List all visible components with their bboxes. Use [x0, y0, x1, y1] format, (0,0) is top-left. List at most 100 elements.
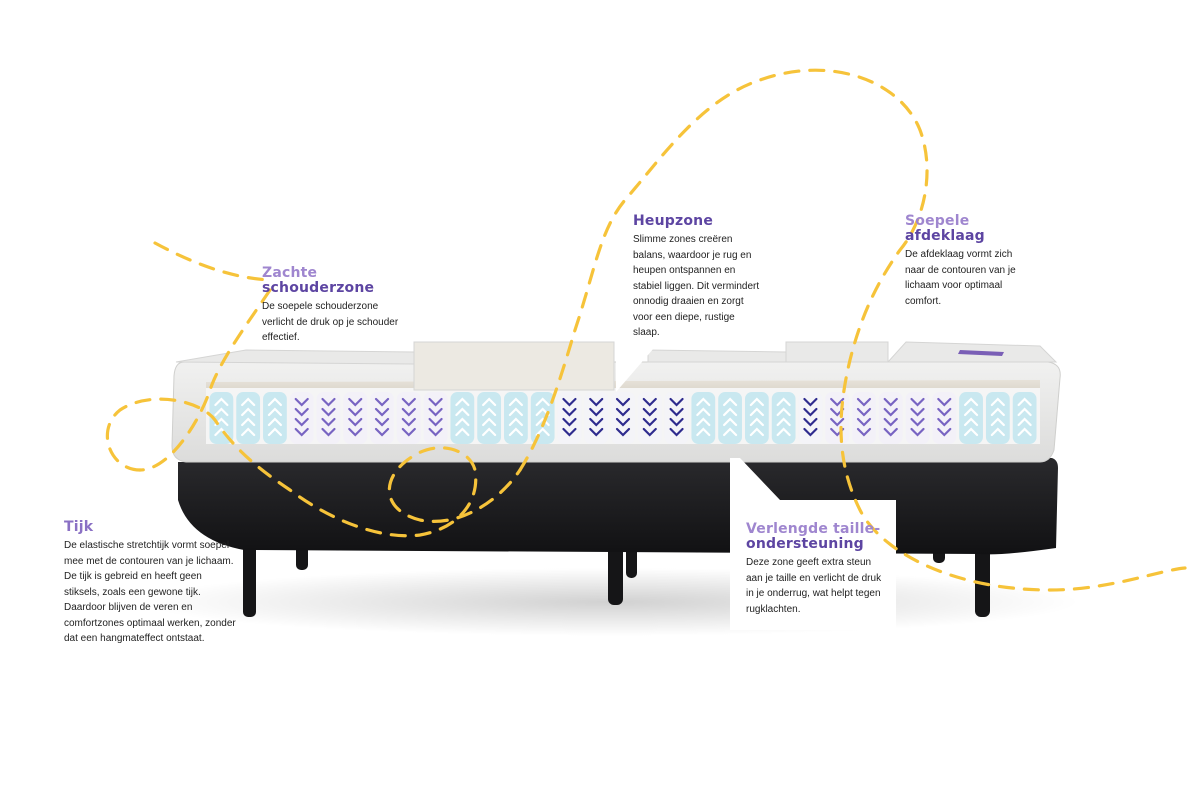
spring-chevron: [910, 407, 925, 417]
spring-chevron: [615, 427, 631, 437]
spring-pocket: [664, 392, 689, 444]
spring-chevron: [482, 417, 497, 427]
spring-chevron: [374, 397, 390, 407]
spring-pocket: [637, 392, 662, 444]
spring-chevron: [749, 397, 764, 407]
callout-description: De soepele schouderzone verlicht de druk…: [262, 301, 399, 343]
spring-chevron: [294, 417, 309, 427]
spring-pocket: [932, 392, 957, 444]
spring-chevron: [267, 407, 283, 417]
spring-chevron: [883, 427, 898, 437]
spring-chevron: [241, 427, 256, 437]
spring-chevron: [589, 407, 604, 417]
spring-chevron: [1017, 427, 1032, 437]
spring-chevron: [669, 407, 684, 417]
callout-shoulder-zone: Zachte schouderzone De soepele schouderz…: [262, 266, 407, 346]
dashed-curve: [105, 68, 1187, 592]
spring-chevron: [776, 397, 791, 407]
spring-chevron: [856, 397, 872, 407]
spring-chevron: [589, 417, 604, 427]
callout-description: De afdeklaag vormt zich naar de contoure…: [905, 249, 1016, 307]
spring-chevron: [803, 407, 818, 417]
spring-chevron: [963, 427, 979, 437]
spring-chevron: [241, 417, 256, 427]
spring-chevron: [401, 427, 416, 437]
spring-chevron: [910, 417, 925, 427]
spring-chevron: [562, 397, 577, 407]
callout-ticking: Tijk De elastische stretchtijk vormt soe…: [64, 520, 236, 647]
spring-pocket: [852, 392, 876, 444]
spring-chevron: [696, 427, 711, 437]
spring-chevron: [990, 407, 1005, 417]
spring-chevron: [401, 417, 416, 427]
spring-chevron: [401, 397, 416, 407]
spring-pocket: [316, 392, 341, 444]
spring-chevron: [749, 407, 764, 417]
spring-chevron: [722, 407, 738, 417]
spring-chevron: [455, 397, 470, 407]
spring-chevron: [321, 417, 336, 427]
spring-chevron: [267, 397, 283, 407]
spring-pocket: [370, 392, 394, 444]
callout-title: Heupzone: [633, 213, 714, 229]
spring-chevron: [1017, 407, 1032, 417]
spring-pocket: [611, 392, 635, 444]
spring-chevron: [428, 417, 443, 427]
bed-base: [178, 458, 1058, 555]
spring-pocket: [343, 392, 368, 444]
spring-chevron: [937, 407, 952, 417]
spring-chevron: [669, 397, 684, 407]
spring-chevron: [241, 397, 256, 407]
spring-chevron: [562, 417, 577, 427]
title-line2: afdeklaag: [905, 228, 985, 244]
spring-chevron: [348, 397, 363, 407]
spring-chevron: [749, 427, 764, 437]
spring-chevron: [562, 407, 577, 417]
spring-chevron: [856, 427, 872, 437]
spring-chevron: [830, 397, 845, 407]
spring-chevron: [937, 417, 952, 427]
spring-chevron: [374, 407, 390, 417]
spring-chevron: [267, 427, 283, 437]
spring-chevron: [937, 427, 952, 437]
spring-chevron: [401, 407, 416, 417]
spring-chevron: [722, 397, 738, 407]
spring-chevron: [535, 397, 550, 407]
spring-chevron: [963, 397, 979, 407]
spring-chevron: [883, 407, 898, 417]
spring-pocket: [423, 392, 448, 444]
callout-description: De elastische stretchtijk vormt soepel m…: [64, 540, 236, 644]
spring-chevron: [348, 427, 363, 437]
callout-title: Soepele afdeklaag: [905, 214, 1033, 244]
spring-chevron: [776, 427, 791, 437]
spring-chevron: [589, 397, 604, 407]
spring-pocket: [557, 392, 582, 444]
spring-chevron: [963, 407, 979, 417]
spring-chevron: [1017, 397, 1032, 407]
spring-chevron: [267, 417, 283, 427]
spring-chevron: [321, 407, 336, 417]
spring-chevron: [990, 417, 1005, 427]
title-line1: Soepele: [905, 213, 970, 229]
spring-chevron: [696, 397, 711, 407]
spring-pocket: [289, 392, 314, 444]
spring-chevron: [990, 427, 1005, 437]
callout-title: Tijk: [64, 519, 94, 535]
spring-chevron: [348, 417, 363, 427]
callout-title: Verlengde taille- ondersteuning: [746, 522, 886, 552]
spring-chevron: [589, 427, 604, 437]
spring-chevron: [722, 417, 738, 427]
spring-chevron: [482, 407, 497, 417]
spring-chevron: [722, 427, 738, 437]
spring-chevron: [669, 417, 684, 427]
spring-chevron: [562, 427, 577, 437]
spring-chevron: [883, 397, 898, 407]
spring-chevron: [241, 407, 256, 417]
spring-chevron: [883, 417, 898, 427]
title-line2: schouderzone: [262, 280, 375, 296]
callout-waist-support: Verlengde taille- ondersteuning Deze zon…: [746, 522, 886, 617]
spring-chevron: [615, 397, 631, 407]
spring-chevron: [428, 407, 443, 417]
